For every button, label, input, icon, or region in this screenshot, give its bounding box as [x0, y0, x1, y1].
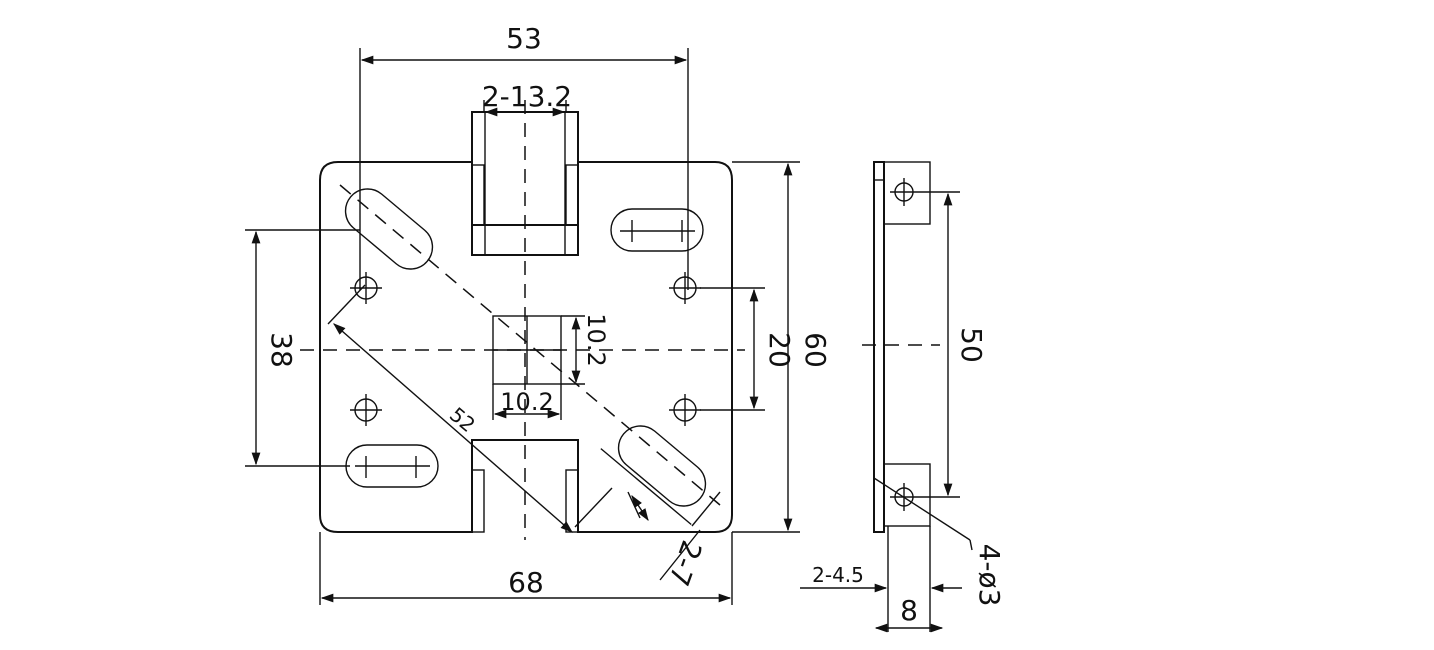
mounting-hole-bl [350, 394, 382, 426]
dim-38-label: 38 [265, 332, 298, 368]
dim-68-label: 68 [508, 566, 544, 599]
mounting-hole-tr [669, 272, 701, 304]
front-view: 53 2-13.2 60 20 38 68 10.2 10.2 [245, 22, 832, 605]
slot-top-right [610, 208, 704, 252]
dim-2-13-2-label: 2-13.2 [482, 80, 572, 113]
dim-2-7-label: 2-7 [662, 536, 709, 590]
slot-diag-br [617, 425, 707, 507]
dim-20-label: 20 [763, 332, 796, 368]
slot-bottom-left [345, 444, 439, 488]
side-plate [873, 161, 885, 533]
mounting-hole-tl [350, 272, 382, 304]
dim-10-2-horz-label: 10.2 [500, 388, 553, 416]
plate-outline [319, 161, 733, 533]
dim-8-label: 8 [900, 594, 918, 627]
mounting-hole-br [669, 394, 701, 426]
dim-52-label: 52 [445, 402, 480, 437]
dim-50-label: 50 [955, 327, 988, 363]
dim-2-4-5-label: 2-4.5 [812, 563, 864, 587]
dim-53-label: 53 [506, 22, 542, 55]
slot-diag-tl [344, 188, 434, 270]
dim-4-phi3-label: 4-ø3 [973, 544, 1006, 607]
side-view: 50 2-4.5 8 4-ø3 [800, 161, 1006, 633]
dim-60-label: 60 [799, 332, 832, 368]
dim-10-2-vert-label: 10.2 [582, 313, 610, 366]
